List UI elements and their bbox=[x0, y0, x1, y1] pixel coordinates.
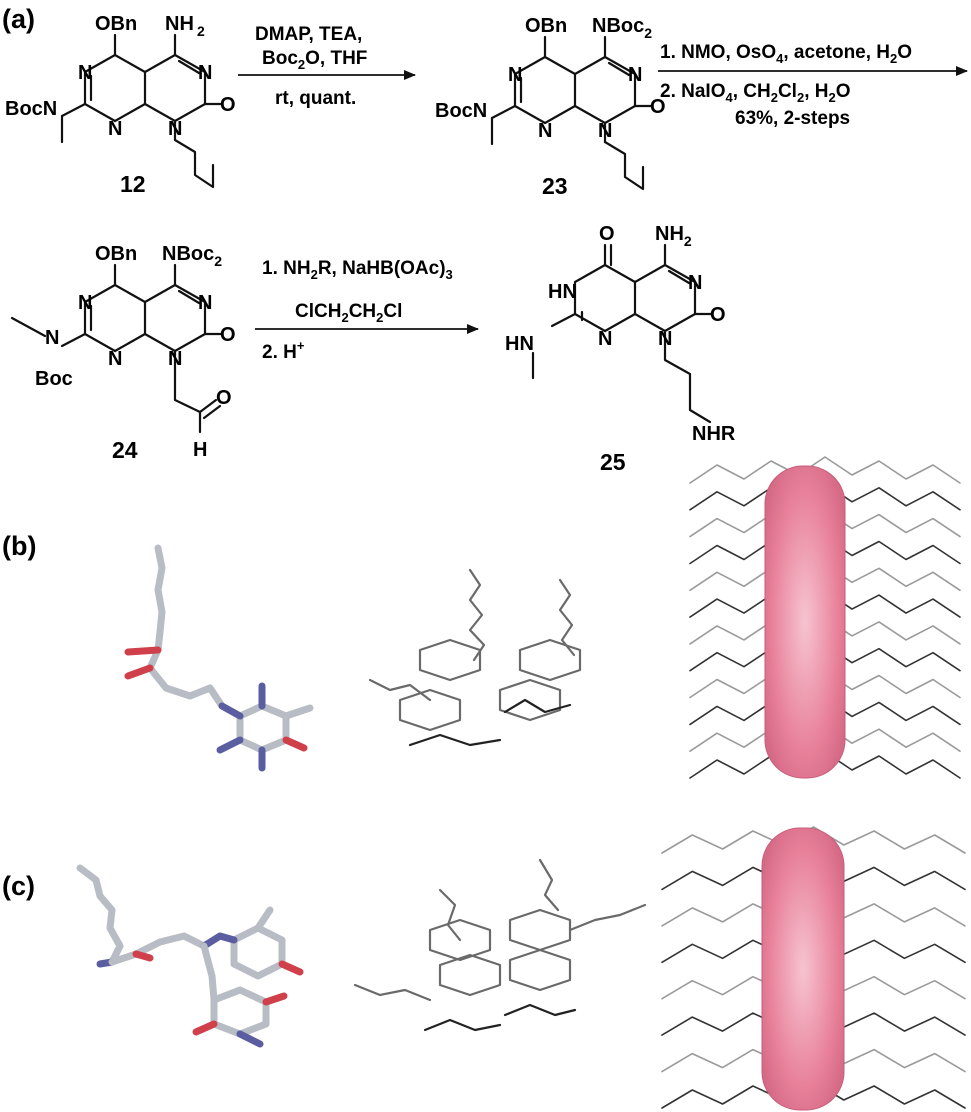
c25-n4: N bbox=[658, 328, 672, 350]
step2-conditions-line1: 1. NMO, OsO4, acetone, H2O bbox=[660, 42, 912, 66]
c24-aldehyde-o: O bbox=[216, 387, 232, 409]
step1-conditions-line1: DMAP, TEA, bbox=[255, 24, 362, 45]
step2-conditions-line2: 2. NaIO4, CH2Cl2, H2O bbox=[660, 81, 850, 105]
c25-nh2: NH2 bbox=[655, 223, 692, 249]
c25-hn-ring: HN bbox=[548, 281, 577, 303]
compound-25-label: 25 bbox=[600, 449, 626, 475]
c25-n3: N bbox=[688, 272, 702, 294]
c24-n3: N bbox=[198, 292, 212, 314]
c12-nh2: NH bbox=[165, 13, 194, 35]
c23-obn: OBn bbox=[525, 15, 567, 37]
c12-n4: N bbox=[168, 118, 182, 140]
c12-bocn: BocN bbox=[5, 98, 57, 120]
c25-hn-amine: HN bbox=[505, 333, 534, 355]
c12-n3: N bbox=[198, 62, 212, 84]
c23-n4: N bbox=[598, 120, 612, 142]
step3-conditions-line1: 1. NH2R, NaHB(OAc)3 bbox=[262, 258, 453, 282]
panel-c-stack-layer bbox=[661, 826, 966, 854]
panel-label-c: (c) bbox=[2, 871, 35, 901]
panel-label-a: (a) bbox=[2, 4, 35, 34]
step1-conditions-line3: rt, quant. bbox=[275, 88, 356, 109]
c25-n2: N bbox=[598, 328, 612, 350]
step3-conditions-line3: 2. H+ bbox=[262, 338, 305, 363]
panel-b-nanotube-stack-model bbox=[689, 456, 961, 779]
c24-nboc2: NBoc2 bbox=[162, 243, 222, 269]
c12-n1: N bbox=[78, 62, 92, 84]
panel-b-stack-layer bbox=[689, 456, 961, 484]
panel-c-single-molecule-model bbox=[76, 864, 304, 1048]
panel-c-dimer-stack-model bbox=[353, 858, 647, 1032]
c23-o: O bbox=[650, 96, 666, 118]
c12-o: O bbox=[220, 94, 236, 116]
c23-bocn: BocN bbox=[435, 100, 487, 122]
c24-n4: N bbox=[168, 348, 182, 370]
c24-boc: Boc bbox=[35, 368, 73, 390]
compound-23-label: 23 bbox=[542, 173, 568, 199]
panel-c-pore-volume bbox=[761, 827, 845, 1111]
compound-24-label: 24 bbox=[112, 437, 138, 463]
compound-23-structure bbox=[490, 35, 654, 191]
panel-label-b: (b) bbox=[2, 531, 36, 561]
c12-nh2-sub: 2 bbox=[197, 23, 205, 39]
c24-n1: N bbox=[78, 292, 92, 314]
c25-o-top: O bbox=[599, 223, 615, 245]
c25-nhr: NHR bbox=[692, 423, 736, 445]
compound-24-structure bbox=[10, 263, 224, 434]
compound-12-structure bbox=[60, 33, 224, 189]
c24-n-boc: N bbox=[45, 327, 59, 349]
panel-c-nanotube-stack-model bbox=[661, 826, 966, 1111]
step2-conditions-line3: 63%, 2-steps bbox=[735, 108, 850, 129]
c23-nboc2: NBoc2 bbox=[592, 15, 652, 41]
panel-b-single-molecule-model bbox=[124, 544, 314, 772]
c24-aldehyde-h: H bbox=[193, 439, 207, 461]
c23-n1: N bbox=[508, 64, 522, 86]
compound-25-structure bbox=[531, 243, 714, 424]
c23-n2: N bbox=[538, 120, 552, 142]
step1-conditions-line2: Boc2O, THF bbox=[262, 48, 367, 72]
c25-o-right: O bbox=[710, 304, 726, 326]
c24-n2: N bbox=[108, 348, 122, 370]
panel-b-pore-volume bbox=[764, 465, 846, 779]
c24-o: O bbox=[220, 324, 236, 346]
panel-b-dimer-stack-model bbox=[368, 568, 582, 747]
step3-conditions-line2: ClCH2CH2Cl bbox=[295, 301, 402, 325]
compound-12-label: 12 bbox=[120, 171, 146, 197]
c12-n2: N bbox=[108, 118, 122, 140]
c23-n3: N bbox=[628, 64, 642, 86]
c12-obn: OBn bbox=[95, 13, 137, 35]
c24-obn: OBn bbox=[95, 243, 137, 265]
